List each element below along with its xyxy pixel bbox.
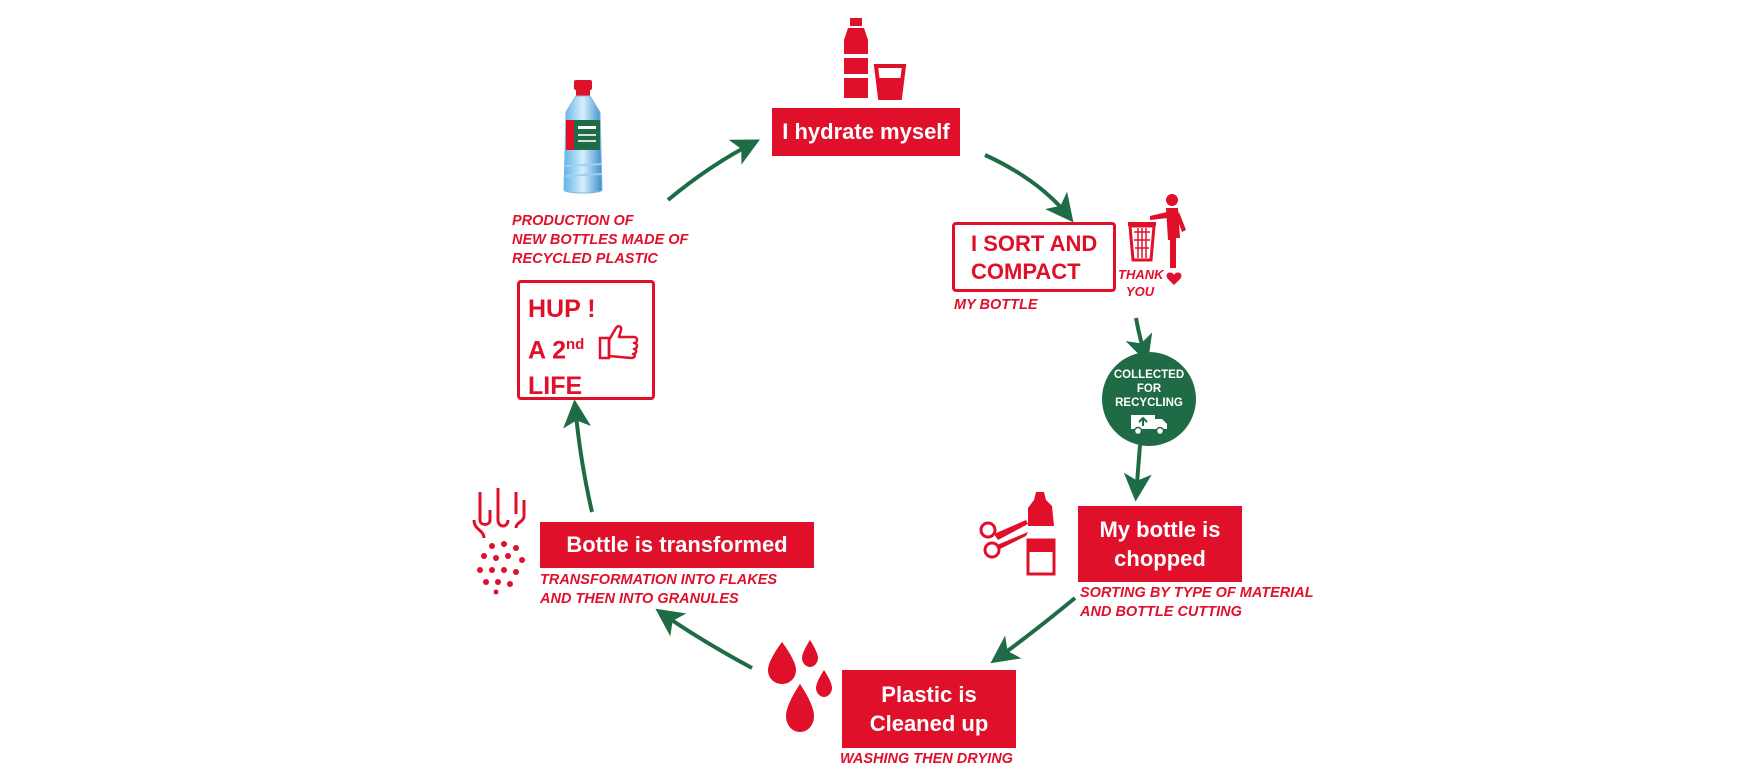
recycling-truck-icon bbox=[1131, 415, 1167, 436]
water-drops-icon bbox=[768, 640, 832, 732]
arrow-collected-to-chopped bbox=[1123, 444, 1152, 502]
step-chopped-note-line-1: SORTING BY TYPE OF MATERIAL bbox=[1080, 585, 1314, 601]
step-cleaned-label-line-1: Plastic is bbox=[881, 682, 977, 707]
step-cleaned-note: WASHING THEN DRYING bbox=[840, 751, 1013, 767]
step-production-note: PRODUCTION OF NEW BOTTLES MADE OF RECYCL… bbox=[512, 212, 688, 269]
step-chopped-note: SORTING BY TYPE OF MATERIAL AND BOTTLE C… bbox=[1080, 584, 1314, 622]
collected-line-1: COLLECTED bbox=[1113, 369, 1185, 381]
step-chopped-label: My bottle is chopped bbox=[1078, 506, 1242, 582]
step-transformed-note: TRANSFORMATION INTO FLAKES AND THEN INTO… bbox=[540, 571, 777, 609]
step-sort-title-line-2: COMPACT bbox=[971, 259, 1081, 284]
second-life-box: HUP ! A 2nd LIFE bbox=[517, 280, 655, 400]
step-chopped-label-line-1: My bottle is bbox=[1099, 517, 1221, 542]
water-bottle-icon bbox=[563, 80, 603, 194]
step-production-note-line-2: NEW BOTTLES MADE OF bbox=[512, 232, 689, 248]
thank-you-line-2: YOU bbox=[1125, 284, 1155, 299]
step-transformed-note-line-1: TRANSFORMATION INTO FLAKES bbox=[540, 572, 778, 588]
step-cleaned-label-line-2: Cleaned up bbox=[869, 711, 989, 736]
collected-line-2: FOR bbox=[1136, 383, 1162, 395]
heart-icon bbox=[1166, 272, 1182, 285]
thank-you-text: THANK YOU bbox=[1118, 266, 1164, 300]
heat-and-granules-icon bbox=[472, 488, 526, 595]
bottle-and-glass-icon bbox=[844, 18, 907, 100]
thumbs-up-icon bbox=[598, 325, 639, 360]
step-chopped-label-line-2: chopped bbox=[1114, 546, 1206, 571]
arrow-hydrate-to-sort bbox=[984, 153, 1074, 223]
arrow-chopped-to-cleaned bbox=[990, 596, 1077, 664]
second-life-nd: nd bbox=[565, 336, 585, 353]
step-hydrate-label: I hydrate myself bbox=[772, 108, 960, 156]
step-sort-note: MY BOTTLE bbox=[954, 297, 1038, 313]
arrow-production-to-hydrate bbox=[666, 139, 760, 202]
step-sort-title-line-1: I SORT AND bbox=[971, 231, 1098, 256]
step-production-note-line-1: PRODUCTION OF bbox=[512, 213, 634, 229]
second-life-line-1: HUP ! bbox=[528, 295, 596, 323]
step-transformed-label: Bottle is transformed bbox=[540, 522, 814, 568]
arrow-cleaned-to-transformed bbox=[655, 608, 753, 670]
step-sort-box: I SORT AND COMPACT bbox=[952, 222, 1116, 292]
thank-you-line-1: THANK bbox=[1118, 267, 1164, 282]
step-production-note-line-3: RECYCLED PLASTIC bbox=[512, 251, 658, 267]
collected-line-3: RECYCLING bbox=[1115, 397, 1183, 409]
arrow-transformed-to-second-life bbox=[563, 399, 594, 513]
second-life-a2: A 2 bbox=[528, 336, 566, 365]
scissors-cutting-bottle-icon bbox=[979, 492, 1056, 576]
second-life-line-2: A 2nd bbox=[528, 327, 652, 368]
collected-for-recycling-badge: COLLECTED FOR RECYCLING bbox=[1102, 352, 1196, 446]
step-cleaned-label: Plastic is Cleaned up bbox=[842, 670, 1016, 748]
second-life-line-3: LIFE bbox=[528, 372, 583, 401]
step-chopped-note-line-2: AND BOTTLE CUTTING bbox=[1080, 604, 1242, 620]
step-transformed-note-line-2: AND THEN INTO GRANULES bbox=[540, 591, 739, 607]
person-throwing-in-bin-icon bbox=[1128, 194, 1186, 268]
